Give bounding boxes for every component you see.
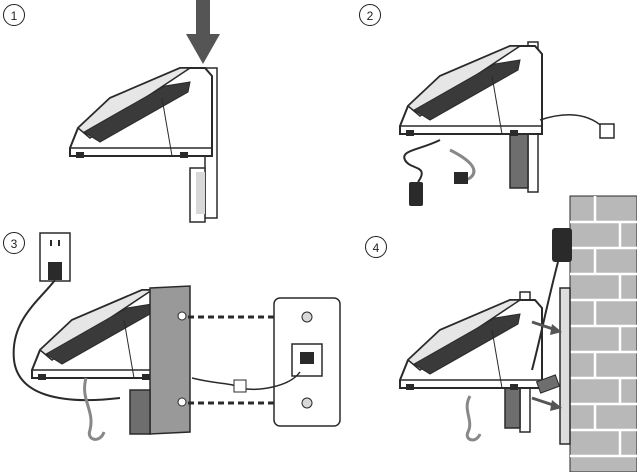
step-1-label: 1 [3,4,25,26]
step-3-panel [4,233,340,439]
step-4-label: 4 [365,236,387,258]
power-adapter-icon [409,182,423,206]
wall-plate [560,288,570,444]
wall-bracket [150,286,190,434]
power-outlet-icon [40,233,70,281]
phone-cord-icon [85,378,104,439]
telephone-base [400,300,542,390]
phone-plug [600,124,614,138]
phone-plug [234,380,246,392]
phone-jack-icon [274,298,340,426]
phone-cord-icon [467,396,480,440]
telephone-base [70,68,212,158]
step-1-panel [4,0,220,222]
telephone-base [400,46,542,136]
power-cord [404,140,440,182]
down-arrow-icon [186,0,220,64]
step-2-label: 2 [359,4,381,26]
telephone-line-cord [540,115,604,128]
step-4-panel [366,196,637,472]
brick-wall [570,196,637,472]
power-adapter-icon [48,262,62,280]
step-2-panel [360,5,614,206]
power-adapter-icon [552,228,572,262]
step-3-label: 3 [3,232,25,254]
